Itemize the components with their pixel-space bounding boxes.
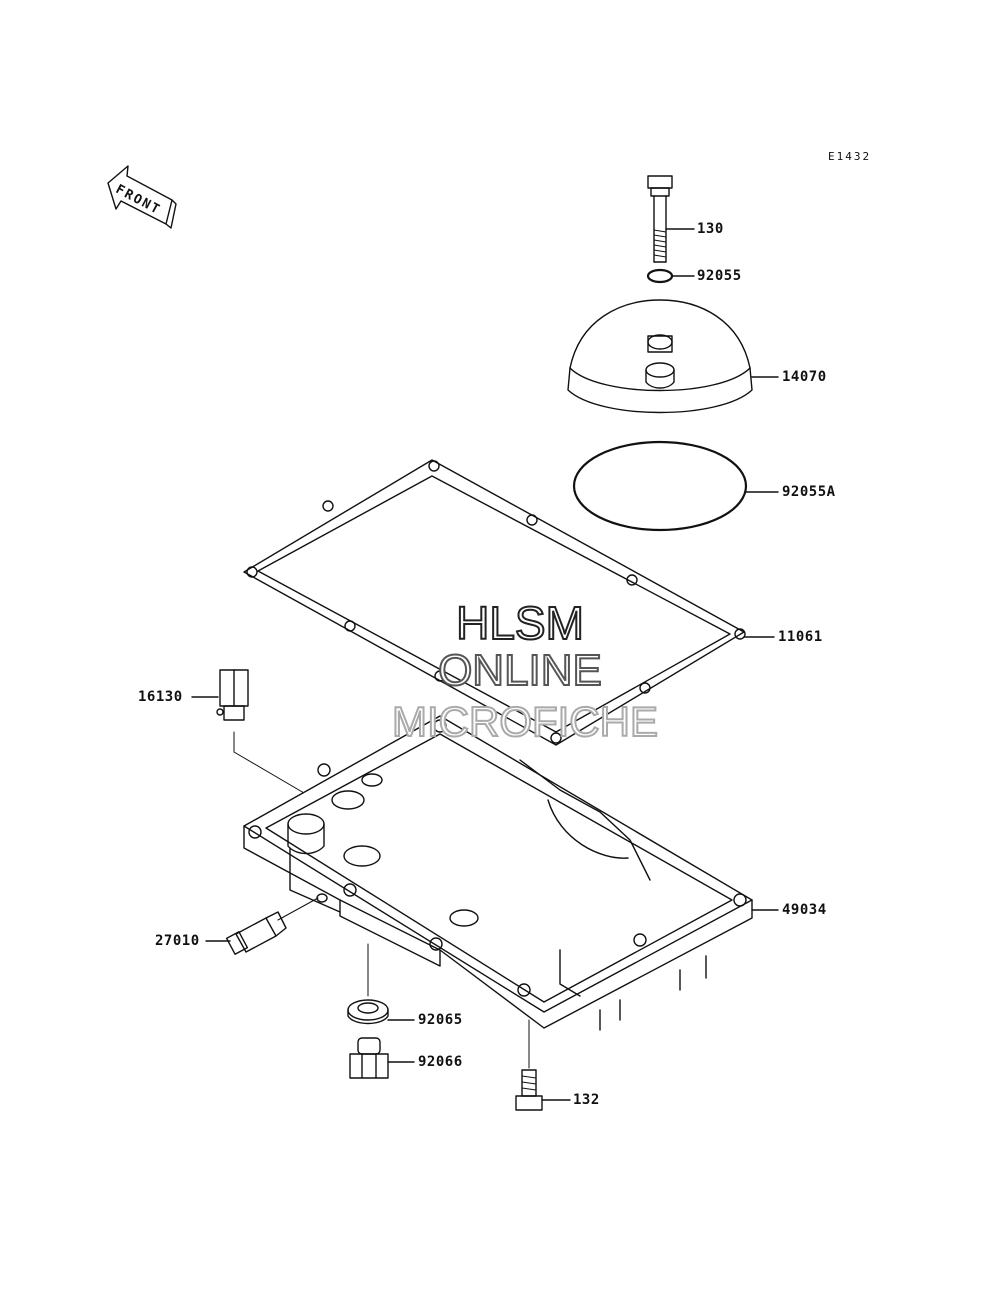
cover-14070-icon [567, 299, 753, 414]
part-label-11061[interactable]: 11061 [778, 629, 823, 645]
bolt-130-icon [647, 175, 673, 263]
gasket-11061-icon [243, 459, 746, 746]
part-label-92066[interactable]: 92066 [418, 1054, 463, 1070]
washer-92065-icon [347, 999, 389, 1025]
watermark-line-3: MICROFICHE [391, 697, 659, 746]
part-label-92055a[interactable]: 92055A [782, 484, 836, 500]
fitting-16130-icon [216, 669, 249, 721]
part-label-130[interactable]: 130 [697, 221, 724, 237]
front-arrow-icon [107, 165, 177, 229]
part-label-16130[interactable]: 16130 [138, 689, 183, 705]
part-label-92065[interactable]: 92065 [418, 1012, 463, 1028]
drain-plug-92066-icon [349, 1037, 389, 1079]
watermark-line-1: HLSM [455, 596, 585, 650]
o-ring-92055-icon [646, 268, 674, 284]
part-label-27010[interactable]: 27010 [155, 933, 200, 949]
part-label-14070[interactable]: 14070 [782, 369, 827, 385]
o-ring-92055a-icon [572, 440, 748, 532]
oil-pan-49034-icon [243, 715, 753, 1031]
diagram-code: E1432 [828, 150, 872, 163]
part-label-92055[interactable]: 92055 [697, 268, 742, 284]
sensor-27010-icon [225, 911, 287, 955]
watermark-line-2: ONLINE [437, 645, 603, 696]
bolt-132-icon [515, 1069, 543, 1111]
part-label-49034[interactable]: 49034 [782, 902, 827, 918]
part-label-132[interactable]: 132 [573, 1092, 600, 1108]
